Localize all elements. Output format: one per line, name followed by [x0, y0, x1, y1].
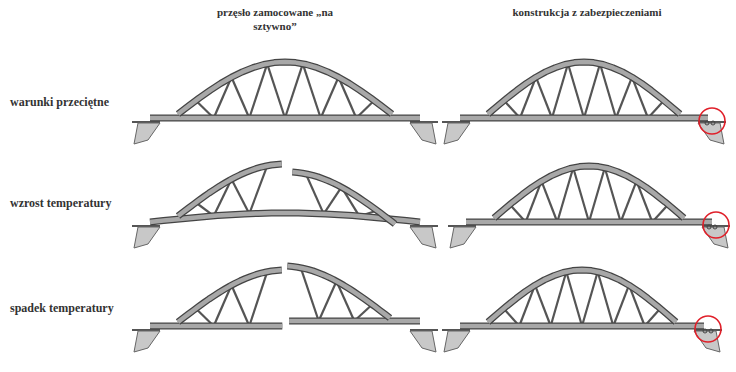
row-label: wzrost temperatury — [10, 196, 120, 211]
row-label: warunki przeciętne — [10, 95, 120, 110]
column-heading: przęsło zamocowane „na sztywno” — [200, 6, 350, 34]
column-heading: konstrukcja z zabezpieczeniami — [512, 6, 662, 20]
row-label: spadek temperatury — [10, 301, 120, 316]
